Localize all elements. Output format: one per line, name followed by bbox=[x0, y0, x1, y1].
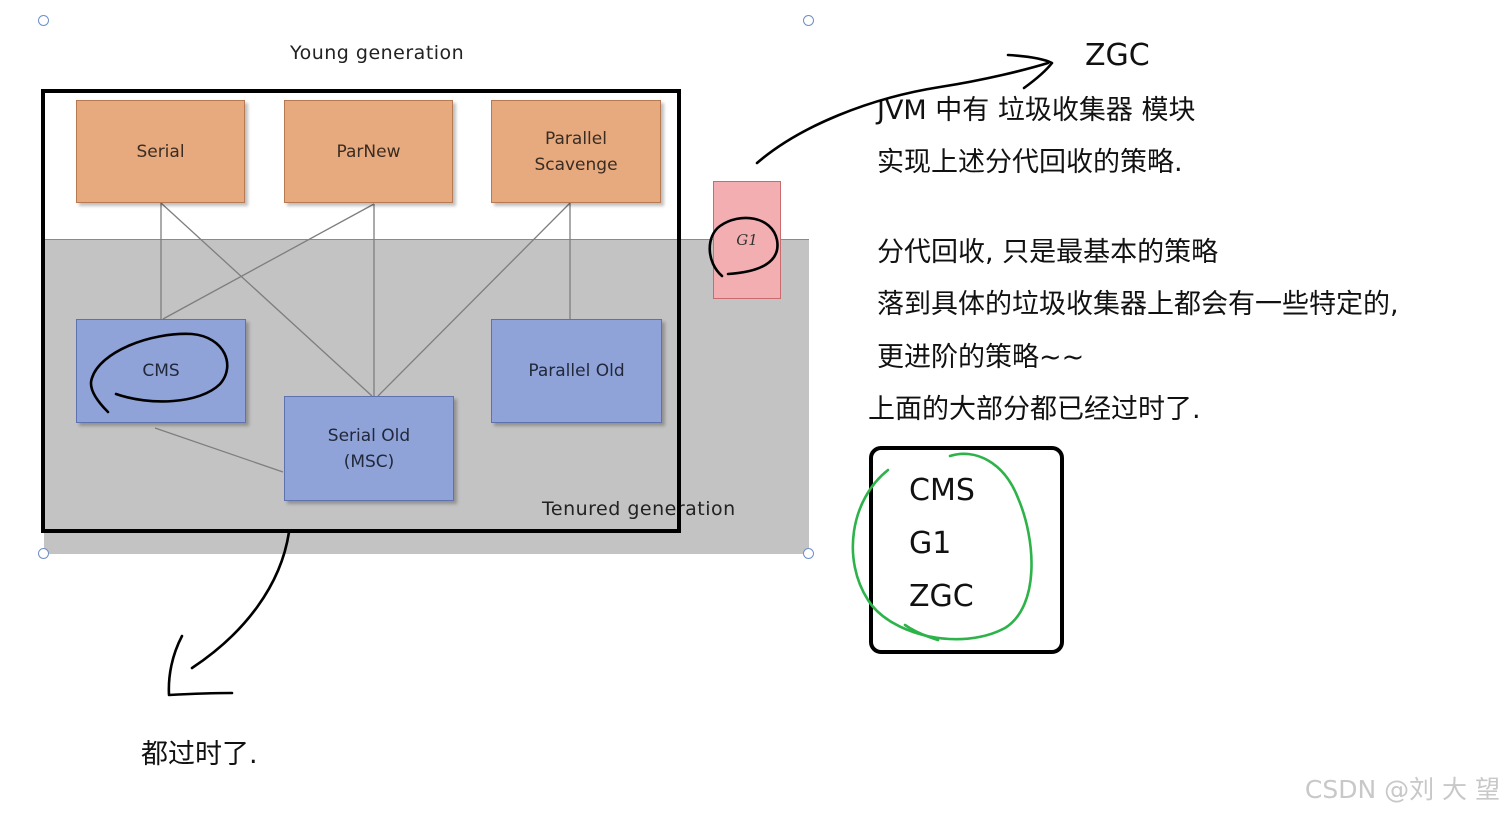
g1-label: G1 bbox=[736, 231, 758, 249]
parnew-label: ParNew bbox=[336, 141, 401, 162]
serial-old-collector-box: Serial Old (MSC) bbox=[284, 396, 454, 501]
modern-collector-zgc: ZGC bbox=[909, 579, 974, 614]
resize-handle-top-right[interactable] bbox=[803, 15, 814, 26]
note-line-5: 更进阶的策略~~ bbox=[877, 342, 1085, 373]
note-line-6: 上面的大部分都已经过时了. bbox=[868, 394, 1201, 425]
serial-old-label: Serial Old (MSC) bbox=[327, 425, 411, 472]
tenured-generation-label: Tenured generation bbox=[542, 498, 736, 520]
obsolete-note: 都过时了. bbox=[141, 739, 258, 770]
serial-collector-box: Serial bbox=[76, 100, 245, 203]
parallel-scavenge-collector-box: Parallel Scavenge bbox=[491, 100, 661, 203]
parnew-collector-box: ParNew bbox=[284, 100, 453, 203]
note-line-1: JVM 中有 垃圾收集器 模块 bbox=[877, 95, 1196, 126]
note-line-2: 实现上述分代回收的策略. bbox=[877, 147, 1183, 178]
parallel-old-collector-box: Parallel Old bbox=[491, 319, 662, 423]
serial-label: Serial bbox=[136, 141, 185, 162]
modern-collector-g1: G1 bbox=[909, 526, 952, 561]
parallel-old-label: Parallel Old bbox=[528, 361, 625, 381]
zgc-label: ZGC bbox=[1085, 38, 1150, 73]
note-line-3: 分代回收, 只是最基本的策略 bbox=[877, 237, 1219, 268]
g1-collector-box: G1 bbox=[713, 181, 781, 299]
arrow-to-obsolete-head bbox=[167, 634, 234, 697]
note-line-4: 落到具体的垃圾收集器上都会有一些特定的, bbox=[877, 289, 1399, 320]
resize-handle-top-left[interactable] bbox=[38, 15, 49, 26]
modern-collector-cms: CMS bbox=[909, 473, 975, 508]
young-generation-label: Young generation bbox=[290, 42, 465, 64]
arrow-to-zgc-head bbox=[1006, 53, 1054, 90]
parallel-scavenge-label: Parallel Scavenge bbox=[534, 128, 618, 175]
watermark: CSDN @刘 大 望 bbox=[1304, 775, 1500, 804]
resize-handle-bottom-right[interactable] bbox=[803, 548, 814, 559]
classic-collectors-outline bbox=[41, 89, 681, 533]
resize-handle-bottom-left[interactable] bbox=[38, 548, 49, 559]
